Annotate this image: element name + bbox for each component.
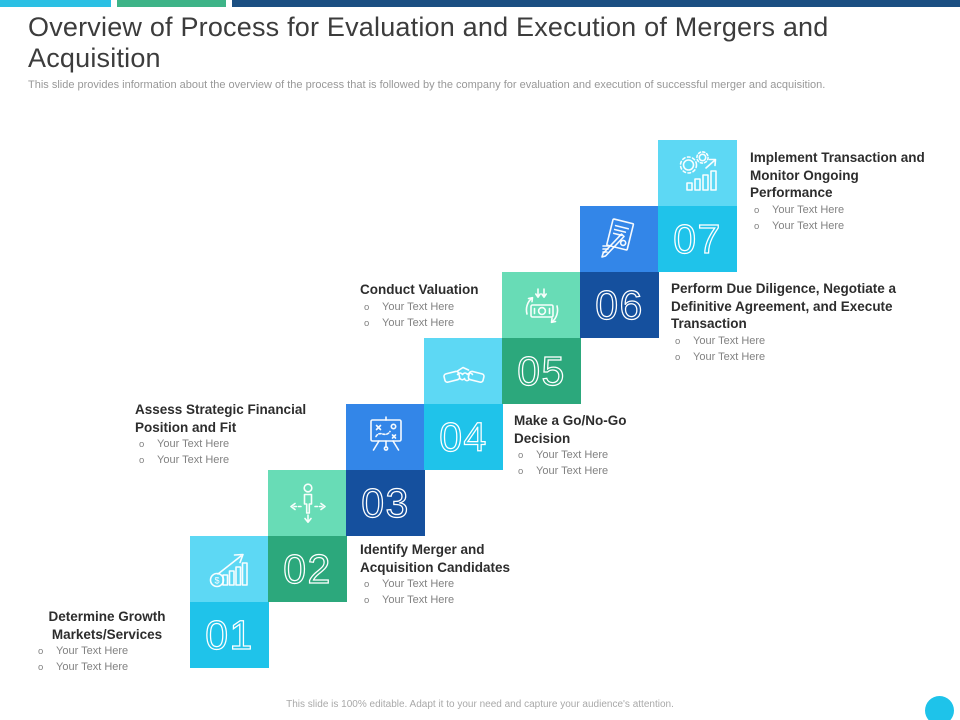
step2-number: 02 xyxy=(283,545,332,592)
step2-title: Identify Merger and Acquisition Candidat… xyxy=(360,542,511,575)
step5-number: 05 xyxy=(517,347,566,394)
step3-label-block: Assess Strategic Financial Position and … xyxy=(135,401,335,468)
step7-title: Implement Transaction and Monitor Ongoin… xyxy=(750,150,925,200)
bullet-marker: o xyxy=(518,466,524,477)
footer-note: This slide is 100% editable. Adapt it to… xyxy=(286,699,674,710)
bullet-item: o Your Text Here xyxy=(28,660,186,675)
bullet-marker: o xyxy=(364,595,370,606)
step7-label-block: Implement Transaction and Monitor Ongoin… xyxy=(750,149,930,234)
step1-number-text: 01 xyxy=(205,612,254,658)
step1-number-tile: 01 xyxy=(190,602,269,668)
step6-number-text: 06 xyxy=(595,282,644,328)
handshake-icon xyxy=(442,366,485,383)
step4-title: Make a Go/No-Go Decision xyxy=(514,413,627,446)
bullet-marker: o xyxy=(38,646,44,657)
bullet-item: o Your Text Here xyxy=(514,448,672,463)
bullet-marker: o xyxy=(675,351,681,363)
bullet-marker: o xyxy=(38,662,44,673)
step7-number-text: 07 xyxy=(673,216,722,262)
step4-number-tile: 04 xyxy=(424,404,503,470)
bullet-item: o Your Text Here xyxy=(360,577,545,592)
step1-title: Determine Growth Markets/Services xyxy=(48,609,166,642)
bullet-text: Your Text Here xyxy=(536,465,609,477)
step5-number-tile: 05 xyxy=(502,338,581,404)
bullet-item: o Your Text Here xyxy=(360,300,535,315)
bullet-marker: o xyxy=(754,204,760,216)
bullet-text: Your Text Here xyxy=(536,449,609,461)
money-cycle-icon xyxy=(525,288,558,324)
bullet-item: o Your Text Here xyxy=(750,203,930,218)
bullet-item: o Your Text Here xyxy=(360,316,535,331)
step1-number: 01 xyxy=(205,611,254,658)
step6-label-block: Perform Due Diligence, Negotiate a Defin… xyxy=(671,280,916,365)
bullet-marker: o xyxy=(364,317,370,329)
bullet-marker: o xyxy=(518,450,524,461)
bullet-marker: o xyxy=(139,439,145,450)
bullet-marker: o xyxy=(675,335,681,347)
bullet-item: o Your Text Here xyxy=(671,350,916,365)
bullet-text: Your Text Here xyxy=(382,300,455,313)
page-subtitle: This slide provides information about th… xyxy=(28,79,826,91)
bullet-item: o Your Text Here xyxy=(514,464,672,479)
step6-title: Perform Due Diligence, Negotiate a Defin… xyxy=(671,281,897,331)
topbar-segment-green xyxy=(117,0,226,7)
step7-number-tile: 07 xyxy=(658,206,737,272)
gears-performance-icon xyxy=(679,151,717,191)
step6-number-tile: 06 xyxy=(580,272,659,338)
bullet-text: Your Text Here xyxy=(693,350,766,363)
step2-number-text: 02 xyxy=(283,546,332,592)
step7-icon-tile xyxy=(658,140,737,206)
bullet-item: o Your Text Here xyxy=(750,219,930,234)
page-title: Overview of Process for Evaluation and E… xyxy=(28,12,829,73)
contract-signing-icon xyxy=(600,218,634,258)
footer-dot xyxy=(925,696,954,720)
bullet-text: Your Text Here xyxy=(772,219,845,232)
topbar-segment-cyan xyxy=(0,0,111,7)
bullet-text: Your Text Here xyxy=(382,594,455,606)
step6-icon-tile xyxy=(580,206,659,272)
bullet-text: Your Text Here xyxy=(157,438,230,450)
bullet-text: Your Text Here xyxy=(157,454,230,466)
bullet-text: Your Text Here xyxy=(56,661,129,673)
step5-icon-tile xyxy=(502,272,581,338)
step1-icon-tile: $ xyxy=(190,536,269,602)
step4-label-block: Make a Go/No-Go Decision o Your Text Her… xyxy=(514,412,672,479)
bullet-item: o Your Text Here xyxy=(671,334,916,349)
svg-text:$: $ xyxy=(214,576,219,586)
person-direction-icon xyxy=(289,483,326,524)
step1-label-block: Determine Growth Markets/Services o Your… xyxy=(28,608,186,675)
bullet-item: o Your Text Here xyxy=(28,644,186,659)
bullet-text: Your Text Here xyxy=(382,316,455,329)
step5-title: Conduct Valuation xyxy=(360,282,479,297)
bullet-item: o Your Text Here xyxy=(135,437,335,452)
bullet-text: Your Text Here xyxy=(693,334,766,347)
step6-number: 06 xyxy=(595,281,644,328)
step4-number: 04 xyxy=(439,413,488,460)
bullet-item: o Your Text Here xyxy=(360,593,545,608)
step4-number-text: 04 xyxy=(439,414,488,460)
bullet-marker: o xyxy=(139,455,145,466)
bullet-marker: o xyxy=(364,579,370,590)
bullet-marker: o xyxy=(364,301,370,313)
step3-number: 03 xyxy=(361,479,410,526)
step2-number-tile: 02 xyxy=(268,536,347,602)
bullet-item: o Your Text Here xyxy=(135,453,335,468)
money-growth-icon: $ xyxy=(209,553,248,588)
bullet-text: Your Text Here xyxy=(56,645,129,657)
topbar-segment-navy xyxy=(232,0,960,7)
bullet-marker: o xyxy=(754,220,760,232)
step4-icon-tile xyxy=(424,338,503,404)
strategy-board-icon xyxy=(369,416,402,451)
step3-title: Assess Strategic Financial Position and … xyxy=(135,402,307,435)
bullet-text: Your Text Here xyxy=(382,578,455,590)
step2-label-block: Identify Merger and Acquisition Candidat… xyxy=(360,541,545,608)
step3-number-tile: 03 xyxy=(346,470,425,536)
step5-label-block: Conduct Valuation o Your Text Here o You… xyxy=(360,281,535,331)
step5-number-text: 05 xyxy=(517,348,566,394)
step7-number: 07 xyxy=(673,215,722,262)
bullet-text: Your Text Here xyxy=(772,203,845,216)
step2-icon-tile xyxy=(268,470,347,536)
step3-icon-tile xyxy=(346,404,425,470)
step3-number-text: 03 xyxy=(361,480,410,526)
